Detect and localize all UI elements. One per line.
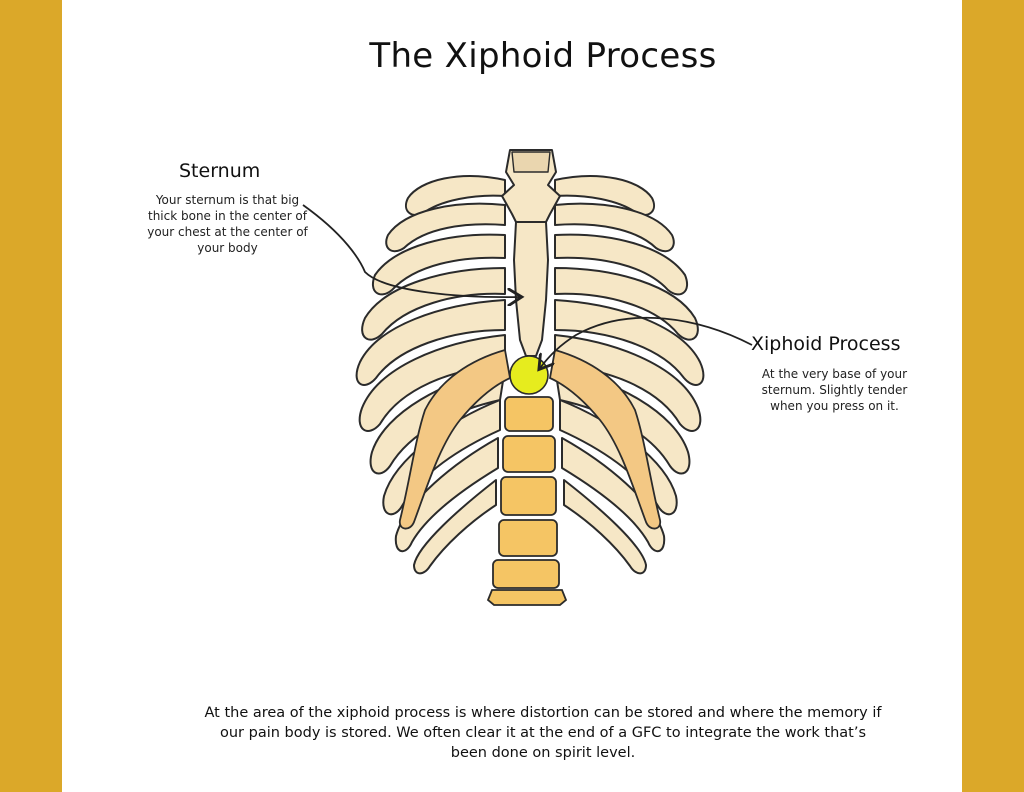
left-rib-9 <box>394 437 499 552</box>
page-title: The Xiphoid Process <box>369 36 717 76</box>
left-rib-1 <box>404 175 506 216</box>
right-rib-3 <box>554 233 688 296</box>
right-rib-10 <box>563 479 647 575</box>
left-border <box>0 0 62 792</box>
left-rib-10 <box>413 479 497 575</box>
left-rib-6 <box>358 334 506 432</box>
vertebra-6 <box>486 589 568 606</box>
right-rib-9 <box>561 437 666 552</box>
clavicle-notch <box>511 151 551 173</box>
right-costal-cartilage <box>548 348 662 530</box>
sternum-heading: Sternum <box>179 160 261 182</box>
vertebra-2 <box>502 435 556 473</box>
sternum-body <box>513 221 549 357</box>
left-rib-5 <box>355 299 506 386</box>
costal-cartilage <box>398 348 662 530</box>
right-rib-6 <box>554 334 702 432</box>
sternum-description: Your sternum is that big thick bone in t… <box>147 193 308 255</box>
right-rib-4 <box>554 267 699 341</box>
right-border <box>962 0 1024 792</box>
left-rib-2 <box>385 202 506 253</box>
xiphoid-arrow <box>540 316 753 368</box>
left-rib-3 <box>372 233 506 296</box>
right-rib-1 <box>554 175 656 216</box>
xiphoid-heading: Xiphoid Process <box>751 333 901 355</box>
vertebra-4 <box>498 519 558 557</box>
left-costal-cartilage <box>398 348 512 530</box>
vertebra-5 <box>492 559 560 589</box>
right-rib-5 <box>554 299 705 386</box>
spine <box>486 396 568 606</box>
right-rib-2 <box>554 202 675 253</box>
xiphoid-description: At the very base of your sternum. Slight… <box>761 367 908 413</box>
vertebra-1 <box>504 396 554 432</box>
footer-paragraph: At the area of the xiphoid process is wh… <box>204 705 882 761</box>
sternum-bone <box>501 149 561 357</box>
vertebra-3 <box>500 476 557 516</box>
sternum-arrow <box>302 204 520 297</box>
left-rib-4 <box>361 267 506 341</box>
xiphoid-marker <box>509 355 549 395</box>
